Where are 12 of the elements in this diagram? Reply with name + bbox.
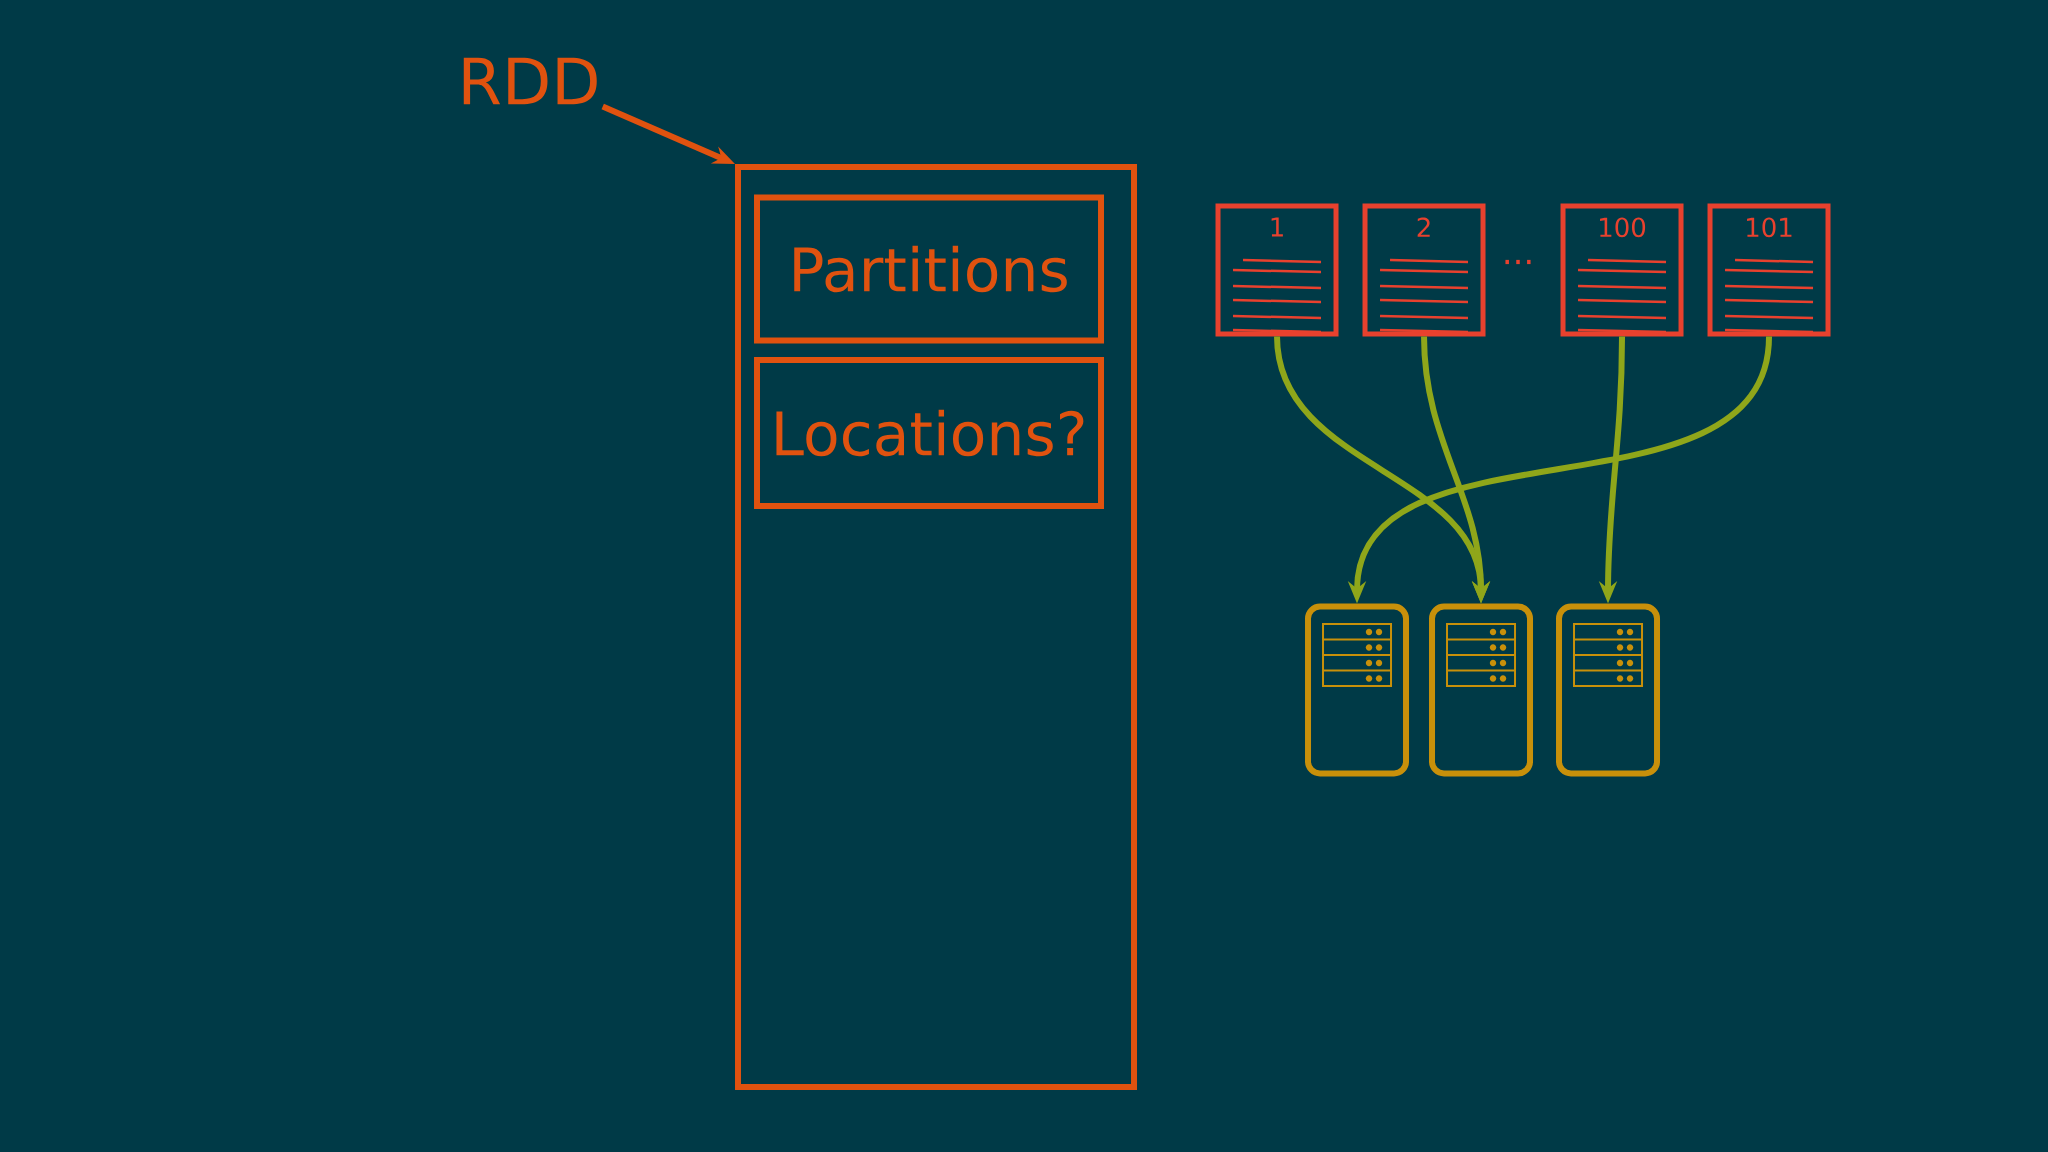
field-box: Partitions bbox=[754, 194, 1104, 344]
document-page: 1 bbox=[1215, 203, 1339, 337]
field-box: Locations? bbox=[754, 357, 1104, 509]
server-drawing bbox=[1429, 603, 1533, 777]
ellipsis-text: ... bbox=[1505, 259, 1531, 265]
title-text: RDD bbox=[463, 57, 597, 105]
server-drawing bbox=[1305, 603, 1409, 777]
container-box bbox=[735, 164, 1137, 1090]
document-page: 101 bbox=[1707, 203, 1831, 337]
server-drawing bbox=[1556, 603, 1660, 777]
document-page: 2 bbox=[1362, 203, 1486, 337]
document-page: 100 bbox=[1560, 203, 1684, 337]
